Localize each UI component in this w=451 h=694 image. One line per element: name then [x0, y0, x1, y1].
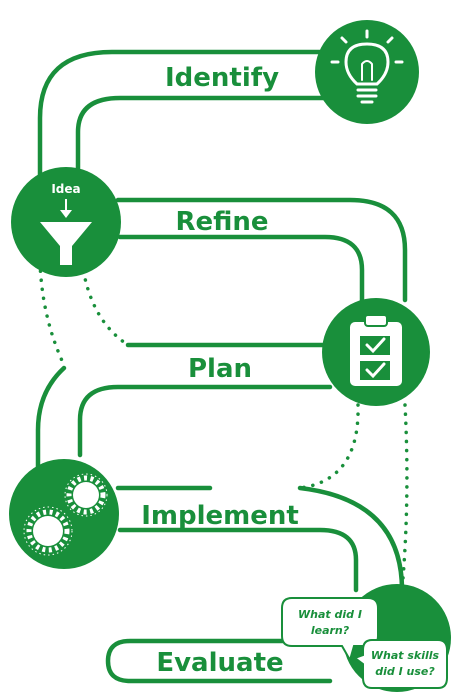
gears-icon	[23, 473, 108, 556]
road-identify-top	[37, 49, 333, 181]
stage-plan: Plan	[188, 298, 430, 406]
dots-plan-right	[400, 403, 409, 592]
stage-identify: Identify	[165, 20, 419, 124]
speech-bubble-second: What skills did I use?	[352, 639, 448, 689]
road-identify-bottom	[75, 95, 333, 173]
dots-plan-implement	[298, 403, 360, 490]
funnel-idea-text: Idea	[51, 182, 80, 196]
dots-refine-plan	[80, 260, 130, 347]
road-implement-bottom	[117, 527, 359, 593]
dotted-connectors	[38, 260, 409, 592]
identify-circle	[315, 20, 419, 124]
road-outlines	[35, 49, 408, 684]
road-evaluate-pill	[105, 638, 333, 684]
funnel-icon	[40, 222, 92, 265]
bubble-first-line-2: learn?	[311, 624, 350, 637]
road-plan-bottom	[77, 384, 333, 458]
stage-implement: Implement	[9, 459, 299, 569]
speech-bubbles-icon: What did I learn? What skills did I use?	[281, 597, 448, 689]
dots-refine-left	[38, 260, 66, 367]
arrow-down-icon	[60, 199, 72, 218]
bubble-first-line-1: What did I	[298, 608, 362, 621]
stage-evaluate: Evaluate What did I learn? What skills d…	[156, 584, 451, 692]
stage-label-evaluate: Evaluate	[156, 648, 283, 678]
bubble-second-line-2: did I use?	[375, 665, 435, 678]
road-refine-top	[115, 197, 408, 303]
stage-refine: Refine Idea	[11, 167, 269, 277]
implement-circle	[9, 459, 119, 569]
lightbulb-icon	[330, 29, 404, 104]
stage-label-refine: Refine	[175, 207, 268, 237]
stage-label-implement: Implement	[141, 501, 299, 531]
road-refine-bottom	[117, 234, 365, 305]
speech-bubble-first: What did I learn?	[281, 597, 379, 663]
stage-label-plan: Plan	[188, 354, 252, 384]
stage-label-identify: Identify	[165, 63, 279, 93]
bubble-second-line-1: What skills	[371, 649, 440, 662]
road-plan-left	[35, 365, 67, 473]
road-implement-right	[297, 485, 405, 593]
clipboard-checklist-icon	[350, 314, 402, 386]
